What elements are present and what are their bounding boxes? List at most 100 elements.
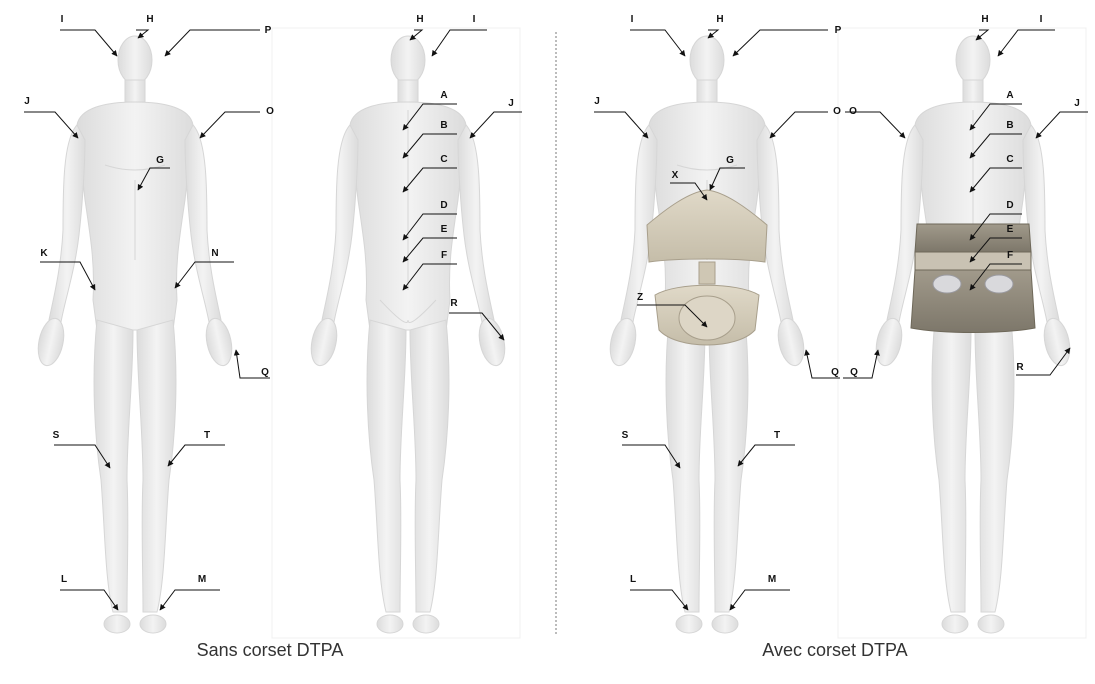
- label-i-text: I: [1040, 14, 1043, 25]
- label-i-leader: [60, 30, 117, 56]
- front-brace-connector: [699, 262, 715, 284]
- label-r-text: R: [1016, 362, 1024, 373]
- label-z-text: Z: [637, 292, 643, 303]
- figure-back-brace-right-foot: [978, 615, 1004, 633]
- label-p-leader: [733, 30, 828, 56]
- label-i-leader: [630, 30, 685, 56]
- label-o: O: [200, 106, 274, 138]
- figure-back-no-brace: [307, 36, 508, 633]
- label-i: I: [432, 14, 487, 56]
- label-m-text: M: [198, 574, 206, 585]
- figure-back-no-brace-left-foot: [377, 615, 403, 633]
- label-j: J: [1036, 98, 1088, 138]
- figure-front-no-brace-left-arm: [49, 125, 85, 322]
- label-i: I: [630, 14, 685, 56]
- label-i-text: I: [61, 14, 64, 25]
- figure-back-brace-head: [956, 36, 990, 84]
- label-m: M: [730, 574, 790, 610]
- label-h-text: H: [981, 14, 988, 25]
- label-j-leader: [594, 112, 648, 138]
- label-b-text: B: [440, 120, 447, 131]
- label-t: T: [168, 430, 225, 466]
- figure-front-brace-left-foot: [676, 615, 702, 633]
- label-h: H: [976, 14, 989, 40]
- figure-front-no-brace-right-foot: [140, 615, 166, 633]
- figure-front-brace-left-leg: [666, 320, 705, 612]
- back-brace-left-pad: [933, 275, 961, 293]
- figure-back-no-brace-left-arm: [322, 125, 358, 322]
- label-m-leader: [160, 590, 220, 610]
- label-l-text: L: [630, 574, 636, 585]
- label-f-text: F: [1007, 250, 1013, 261]
- label-j-leader: [24, 112, 78, 138]
- label-q: Q: [843, 350, 878, 378]
- label-q: Q: [236, 350, 270, 378]
- label-h: H: [410, 14, 424, 40]
- label-j: J: [24, 96, 78, 138]
- label-d-text: D: [1006, 200, 1013, 211]
- figure-front-no-brace-left-foot: [104, 615, 130, 633]
- figure-front-no-brace-head: [118, 36, 152, 84]
- label-h: H: [136, 14, 154, 38]
- back-brace-lower-band: [911, 270, 1035, 333]
- label-c-text: C: [1006, 154, 1013, 165]
- label-i-leader: [432, 30, 487, 56]
- label-p-text: P: [835, 25, 842, 36]
- figure-back-brace-neck: [963, 80, 983, 102]
- label-h: H: [708, 14, 724, 38]
- label-a-text: A: [440, 90, 447, 101]
- label-e-text: E: [441, 224, 448, 235]
- figure-front-brace-right-hand: [774, 316, 807, 368]
- label-p: P: [165, 25, 272, 56]
- label-s-text: S: [622, 430, 629, 441]
- figure-back-no-brace-left-leg: [367, 320, 406, 612]
- label-t: T: [738, 430, 795, 466]
- figure-back-no-brace-right-arm: [458, 125, 494, 322]
- label-q: Q: [806, 350, 840, 378]
- label-q-text: Q: [831, 367, 839, 378]
- label-h-text: H: [416, 14, 423, 25]
- label-s-text: S: [53, 430, 60, 441]
- label-q-leader: [843, 350, 878, 378]
- label-t-leader: [738, 445, 795, 466]
- label-i: I: [60, 14, 117, 56]
- label-k-text: K: [40, 248, 48, 259]
- figure-back-no-brace-left-hand: [307, 316, 340, 368]
- figure-back-brace-left-leg: [932, 320, 971, 612]
- label-m-text: M: [768, 574, 776, 585]
- back-brace-right-pad: [985, 275, 1013, 293]
- figure-back-brace-right-leg: [975, 320, 1014, 612]
- label-i: I: [998, 14, 1055, 56]
- figure-front-no-brace: [34, 36, 235, 633]
- label-n-text: N: [211, 248, 218, 259]
- label-h-text: H: [146, 14, 153, 25]
- front-brace-pelvic-shell: [679, 296, 735, 340]
- label-p-text: P: [265, 25, 272, 36]
- figure-back-brace-right-hand: [1040, 316, 1073, 368]
- figure-front-no-brace-right-arm: [185, 125, 221, 322]
- figure-front-no-brace-right-leg: [137, 320, 176, 612]
- figure-front-no-brace-neck: [125, 80, 145, 102]
- label-h-text: H: [716, 14, 723, 25]
- label-t-text: T: [204, 430, 210, 441]
- label-l-text: L: [61, 574, 67, 585]
- label-o: O: [770, 106, 841, 138]
- back-brace: [911, 224, 1035, 333]
- figure-back-no-brace-head: [391, 36, 425, 84]
- label-j: J: [470, 98, 522, 138]
- label-i-leader: [998, 30, 1055, 56]
- label-q-text: Q: [850, 367, 858, 378]
- figure-front-no-brace-left-leg: [94, 320, 133, 612]
- label-h-leader: [976, 30, 988, 40]
- figure-front-brace-head: [690, 36, 724, 84]
- label-c-text: C: [440, 154, 447, 165]
- figure-back-no-brace-right-hand: [475, 316, 508, 368]
- label-a-text: A: [1006, 90, 1013, 101]
- label-p: P: [733, 25, 842, 56]
- label-o-text: O: [849, 106, 857, 117]
- label-d-text: D: [440, 200, 447, 211]
- label-t-text: T: [774, 430, 780, 441]
- label-i-text: I: [631, 14, 634, 25]
- figure-front-brace-neck: [697, 80, 717, 102]
